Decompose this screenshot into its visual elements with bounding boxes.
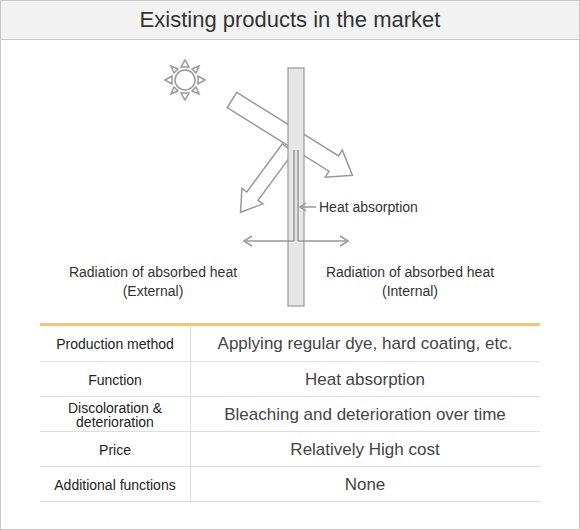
table-header-cell: Production method xyxy=(46,326,184,361)
sun-symbol xyxy=(165,60,205,100)
table-grid xyxy=(40,326,540,502)
table-header-cell: Function xyxy=(46,362,184,397)
heat-absorption-pointer xyxy=(300,203,316,211)
radiation-label: Radiation of absorbed heat (External) xyxy=(63,262,243,302)
title-band xyxy=(1,1,580,40)
table-value-cell: Heat absorption xyxy=(192,362,538,397)
reflected-light-arrow xyxy=(241,144,294,213)
glass-pane xyxy=(288,68,304,306)
table-header-cell: Additional functions xyxy=(46,467,184,502)
table-value-cell: Applying regular dye, hard coating, etc. xyxy=(192,326,538,361)
table-header-cell: Discoloration & deterioration xyxy=(46,397,184,432)
callout-label: Heat absorption xyxy=(319,198,459,217)
absorbed-heat-lines xyxy=(246,150,346,241)
table-value-cell: Bleaching and deterioration over time xyxy=(192,397,538,432)
radiation-label: Radiation of absorbed heat (Internal) xyxy=(320,262,500,302)
table-value-cell: Relatively High cost xyxy=(192,432,538,467)
table-top-rule xyxy=(40,323,540,326)
title-text: Existing products in the market xyxy=(0,0,580,40)
radiation-arrowheads xyxy=(244,236,348,246)
table-header-cell: Price xyxy=(46,432,184,467)
table-value-cell: None xyxy=(192,467,538,502)
